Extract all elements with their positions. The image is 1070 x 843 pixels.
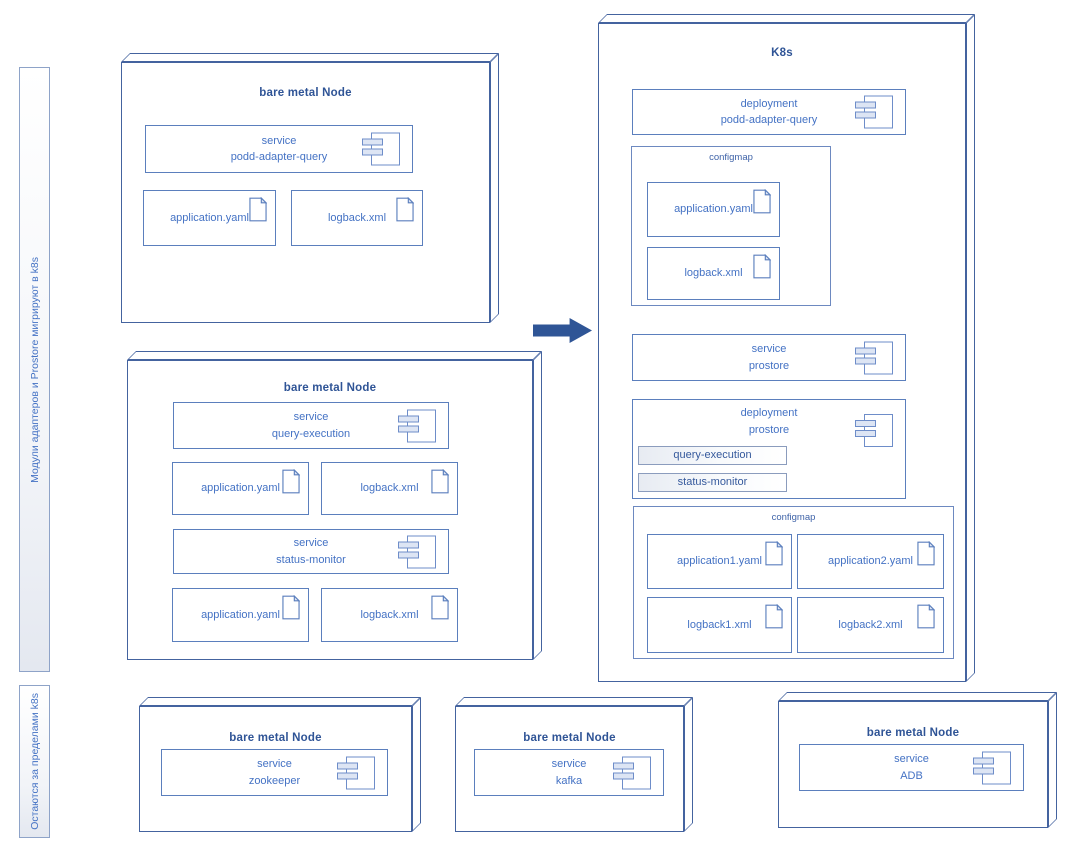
file-label: application.yaml [170,211,249,224]
file-icon [282,595,300,620]
file-box-logback-xml: logback.xml [291,190,423,246]
configmap-box-2: configmap application1.yaml application2… [633,506,954,659]
node-title: bare metal Node [229,732,322,744]
service-name-label: podd-adapter-query [230,151,328,163]
service-box-prostore: service prostore [632,334,906,381]
file-label: logback.xml [360,482,419,495]
file-label: application.yaml [201,608,280,621]
group-bar-migrate: Модули адаптеров и Prostore мигрируют в … [19,67,50,672]
file-box-logback-xml: logback.xml [321,588,458,642]
file-label: logback1.xml [687,618,752,631]
service-kind-label: service [751,343,787,355]
node-title: bare metal Node [523,732,616,744]
service-box-adb: service ADB [799,744,1024,791]
deployment-kind-label: deployment [740,407,798,419]
file-icon [753,189,771,214]
configmap-label: configmap [709,152,753,163]
file-box-application1-yaml: application1.yaml [647,534,792,589]
service-name-label: status-monitor [276,553,346,566]
group-migrate-label: Модули адаптеров и Prostore мигрируют в … [28,256,41,483]
component-icon [855,414,895,447]
deployment-kind-label: deployment [740,97,798,110]
file-box-application-yaml: application.yaml [143,190,276,246]
node-bare-metal-kafka: bare metal Node service kafka [455,706,684,832]
pod-label: status-monitor [677,476,748,489]
component-icon [855,341,895,374]
pod-box-query-execution: query-execution [638,446,787,465]
node-title: bare metal Node [283,382,377,394]
group-outside-label: Остаются за пределами k8s [28,693,41,830]
file-box-application2-yaml: application2.yaml [797,534,944,589]
deployment-name-label: prostore [748,423,790,436]
service-name-label: query-execution [271,427,351,440]
service-name-label: kafka [555,774,583,787]
service-kind-label: service [293,537,329,549]
component-icon [855,95,895,129]
service-box-zookeeper: service zookeeper [161,749,388,796]
file-label: logback2.xml [838,618,903,631]
service-kind-label: service [257,758,292,770]
file-label: logback.xml [327,211,387,224]
k8s-title: K8s [771,47,793,59]
file-box-logback2-xml: logback2.xml [797,597,944,653]
node-bare-metal-podd-adapter: bare metal Node service podd-adapter-que… [121,62,490,323]
service-box-query-execution: service query-execution [173,402,449,449]
file-box-logback-xml: logback.xml [647,247,780,300]
service-kind-label: service [261,134,297,147]
file-box-logback1-xml: logback1.xml [647,597,792,653]
configmap-label: configmap [771,512,816,523]
deployment-name-label: podd-adapter-query [720,114,818,126]
service-name-label: ADB [900,769,923,782]
file-box-application-yaml: application.yaml [172,462,309,515]
component-icon [398,535,438,568]
pod-box-status-monitor: status-monitor [638,473,787,492]
node-bare-metal-prostore: bare metal Node service query-execution … [127,360,533,660]
deployment-box-podd-adapter-query: deployment podd-adapter-query [632,89,906,135]
file-icon [282,469,300,494]
node-k8s: K8s deployment podd-adapter-query config… [598,23,966,682]
file-label: application.yaml [674,203,753,216]
component-icon [362,132,402,166]
node-title: bare metal Node [259,87,352,99]
migration-arrow-icon [533,318,592,343]
file-box-application-yaml: application.yaml [647,182,780,237]
file-icon [431,469,449,494]
file-icon [917,604,935,629]
file-label: logback.xml [360,608,419,621]
component-icon [398,409,438,442]
service-box-kafka: service kafka [474,749,664,796]
service-box-status-monitor: service status-monitor [173,529,449,574]
file-icon [765,541,783,566]
configmap-box-1: configmap application.yaml logback.xml [631,146,831,306]
file-icon [249,197,267,222]
file-label: application.yaml [201,482,280,495]
node-title: bare metal Node [866,727,960,739]
file-label: application1.yaml [677,555,762,568]
file-box-logback-xml: logback.xml [321,462,458,515]
component-icon [973,751,1013,784]
component-icon [613,756,653,789]
component-icon [337,756,377,789]
file-label: application2.yaml [828,555,913,568]
service-kind-label: service [293,411,329,423]
service-kind-label: service [894,753,929,765]
deployment-box-prostore: deployment prostore query-execution stat… [632,399,906,499]
service-kind-label: service [551,758,587,770]
pod-label: query-execution [673,449,752,462]
group-bar-outside: Остаются за пределами k8s [19,685,50,838]
service-name-label: prostore [748,359,790,372]
file-icon [917,541,935,566]
file-icon [765,604,783,629]
node-bare-metal-zookeeper: bare metal Node service zookeeper [139,706,412,832]
file-icon [396,197,414,222]
file-box-application-yaml: application.yaml [172,588,309,642]
file-icon [431,595,449,620]
service-name-label: zookeeper [248,774,301,787]
file-icon [753,254,771,279]
file-label: logback.xml [684,267,743,280]
service-box-podd-adapter-query: service podd-adapter-query [145,125,413,173]
node-bare-metal-adb: bare metal Node service ADB [778,701,1048,828]
